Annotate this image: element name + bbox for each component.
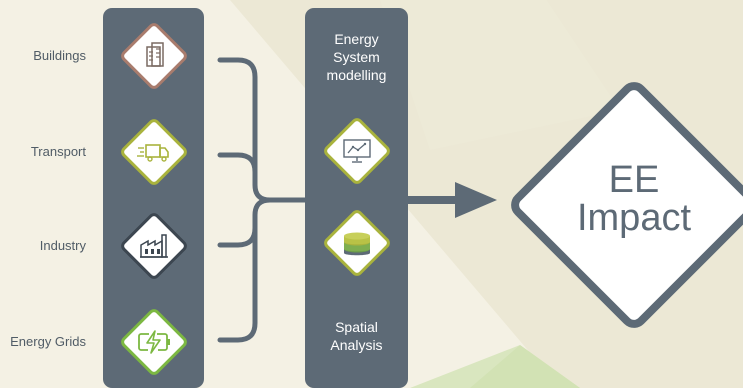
layered-data-icon <box>344 232 370 256</box>
impact-line-1: EE <box>608 159 660 201</box>
modelling-line-3: modelling <box>326 67 387 83</box>
modelling-line-2: System <box>333 49 380 65</box>
label-energy-grids: Energy Grids <box>10 334 86 349</box>
modelling-line-1: Energy <box>334 31 379 47</box>
flow-arrow <box>405 182 497 218</box>
spatial-line-2: Analysis <box>330 337 383 353</box>
spatial-line-1: Spatial <box>335 319 378 335</box>
factory-icon <box>140 234 168 258</box>
label-buildings: Buildings <box>33 48 86 63</box>
modelling-title: Energy System modelling <box>305 30 408 84</box>
monitor-chart-icon <box>343 139 371 163</box>
buildings-icon <box>146 42 164 67</box>
spatial-title: Spatial Analysis <box>305 318 408 354</box>
battery-charging-icon <box>138 330 170 354</box>
delivery-truck-icon <box>137 144 169 162</box>
label-transport: Transport <box>30 144 86 159</box>
impact-line-2: Impact <box>576 197 692 239</box>
label-industry: Industry <box>39 238 86 253</box>
analysis-panel <box>305 8 408 388</box>
